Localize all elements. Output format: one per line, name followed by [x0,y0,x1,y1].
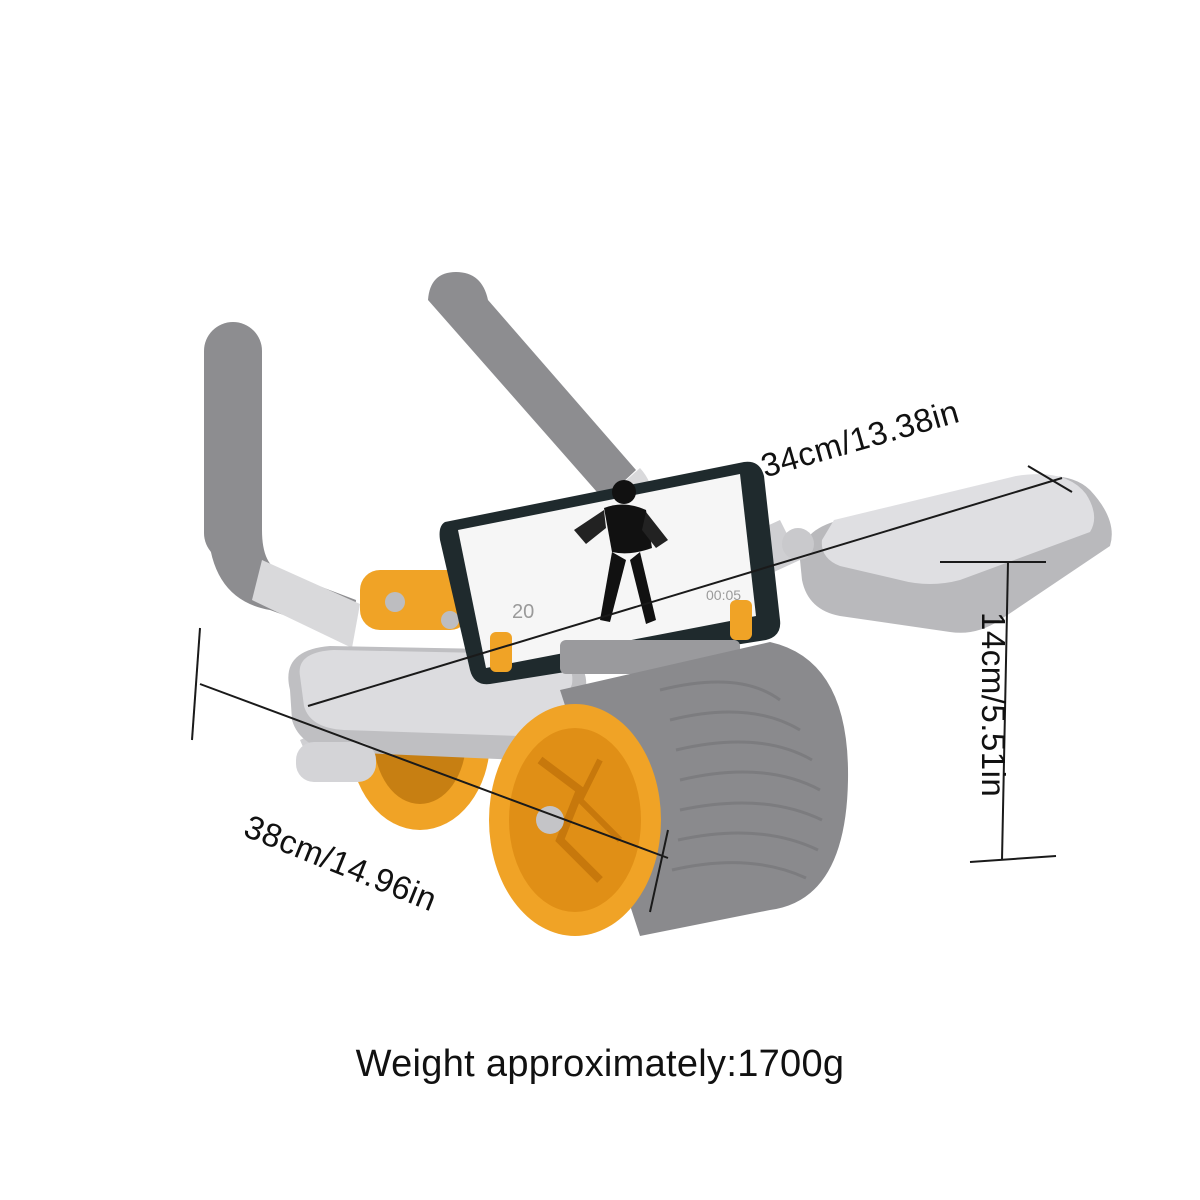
width-dimension-tick [1027,465,1073,493]
weight-caption: Weight approximately:1700g [355,1043,845,1085]
height-dimension-tick-bottom [969,855,1057,863]
dimension-lines [191,465,1073,913]
person-on-screen-icon [574,480,668,624]
right-knee-pad [782,474,1112,633]
length-dimension-line [199,683,669,859]
phone-timer: 00:05 [706,587,741,603]
width-dimension-line [307,477,1063,707]
left-handle [204,322,360,648]
length-dimension-tick-right [649,829,669,913]
length-dimension-tick-left [191,627,201,741]
height-dimension-label: 14cm/5.51in [975,612,1012,798]
phone-counter: 20 [512,601,534,623]
front-wheel [489,642,849,936]
height-dimension-line [1001,561,1009,861]
